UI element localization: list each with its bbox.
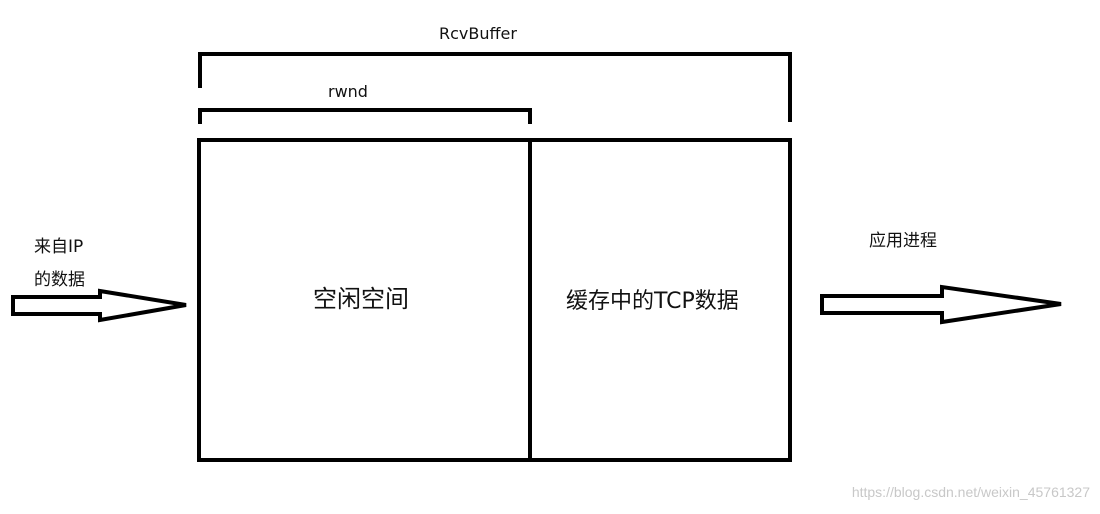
incoming-data-label-line2: 的数据 <box>34 270 85 290</box>
rcvbuffer-bracket <box>198 52 792 122</box>
incoming-arrow <box>11 288 187 323</box>
outgoing-arrow <box>820 284 1062 325</box>
rwnd-bracket <box>198 108 532 124</box>
buffered-tcp-data-label: 缓存中的TCP数据 <box>566 289 739 314</box>
free-space-label: 空闲空间 <box>313 285 409 313</box>
incoming-data-label-line1: 来自IP <box>34 237 84 257</box>
rwnd-label: rwnd <box>328 82 368 101</box>
buffer-box <box>197 138 792 462</box>
watermark: https://blog.csdn.net/weixin_45761327 <box>851 484 1090 500</box>
rcvbuffer-label: RcvBuffer <box>439 24 517 43</box>
application-process-label: 应用进程 <box>869 231 937 251</box>
